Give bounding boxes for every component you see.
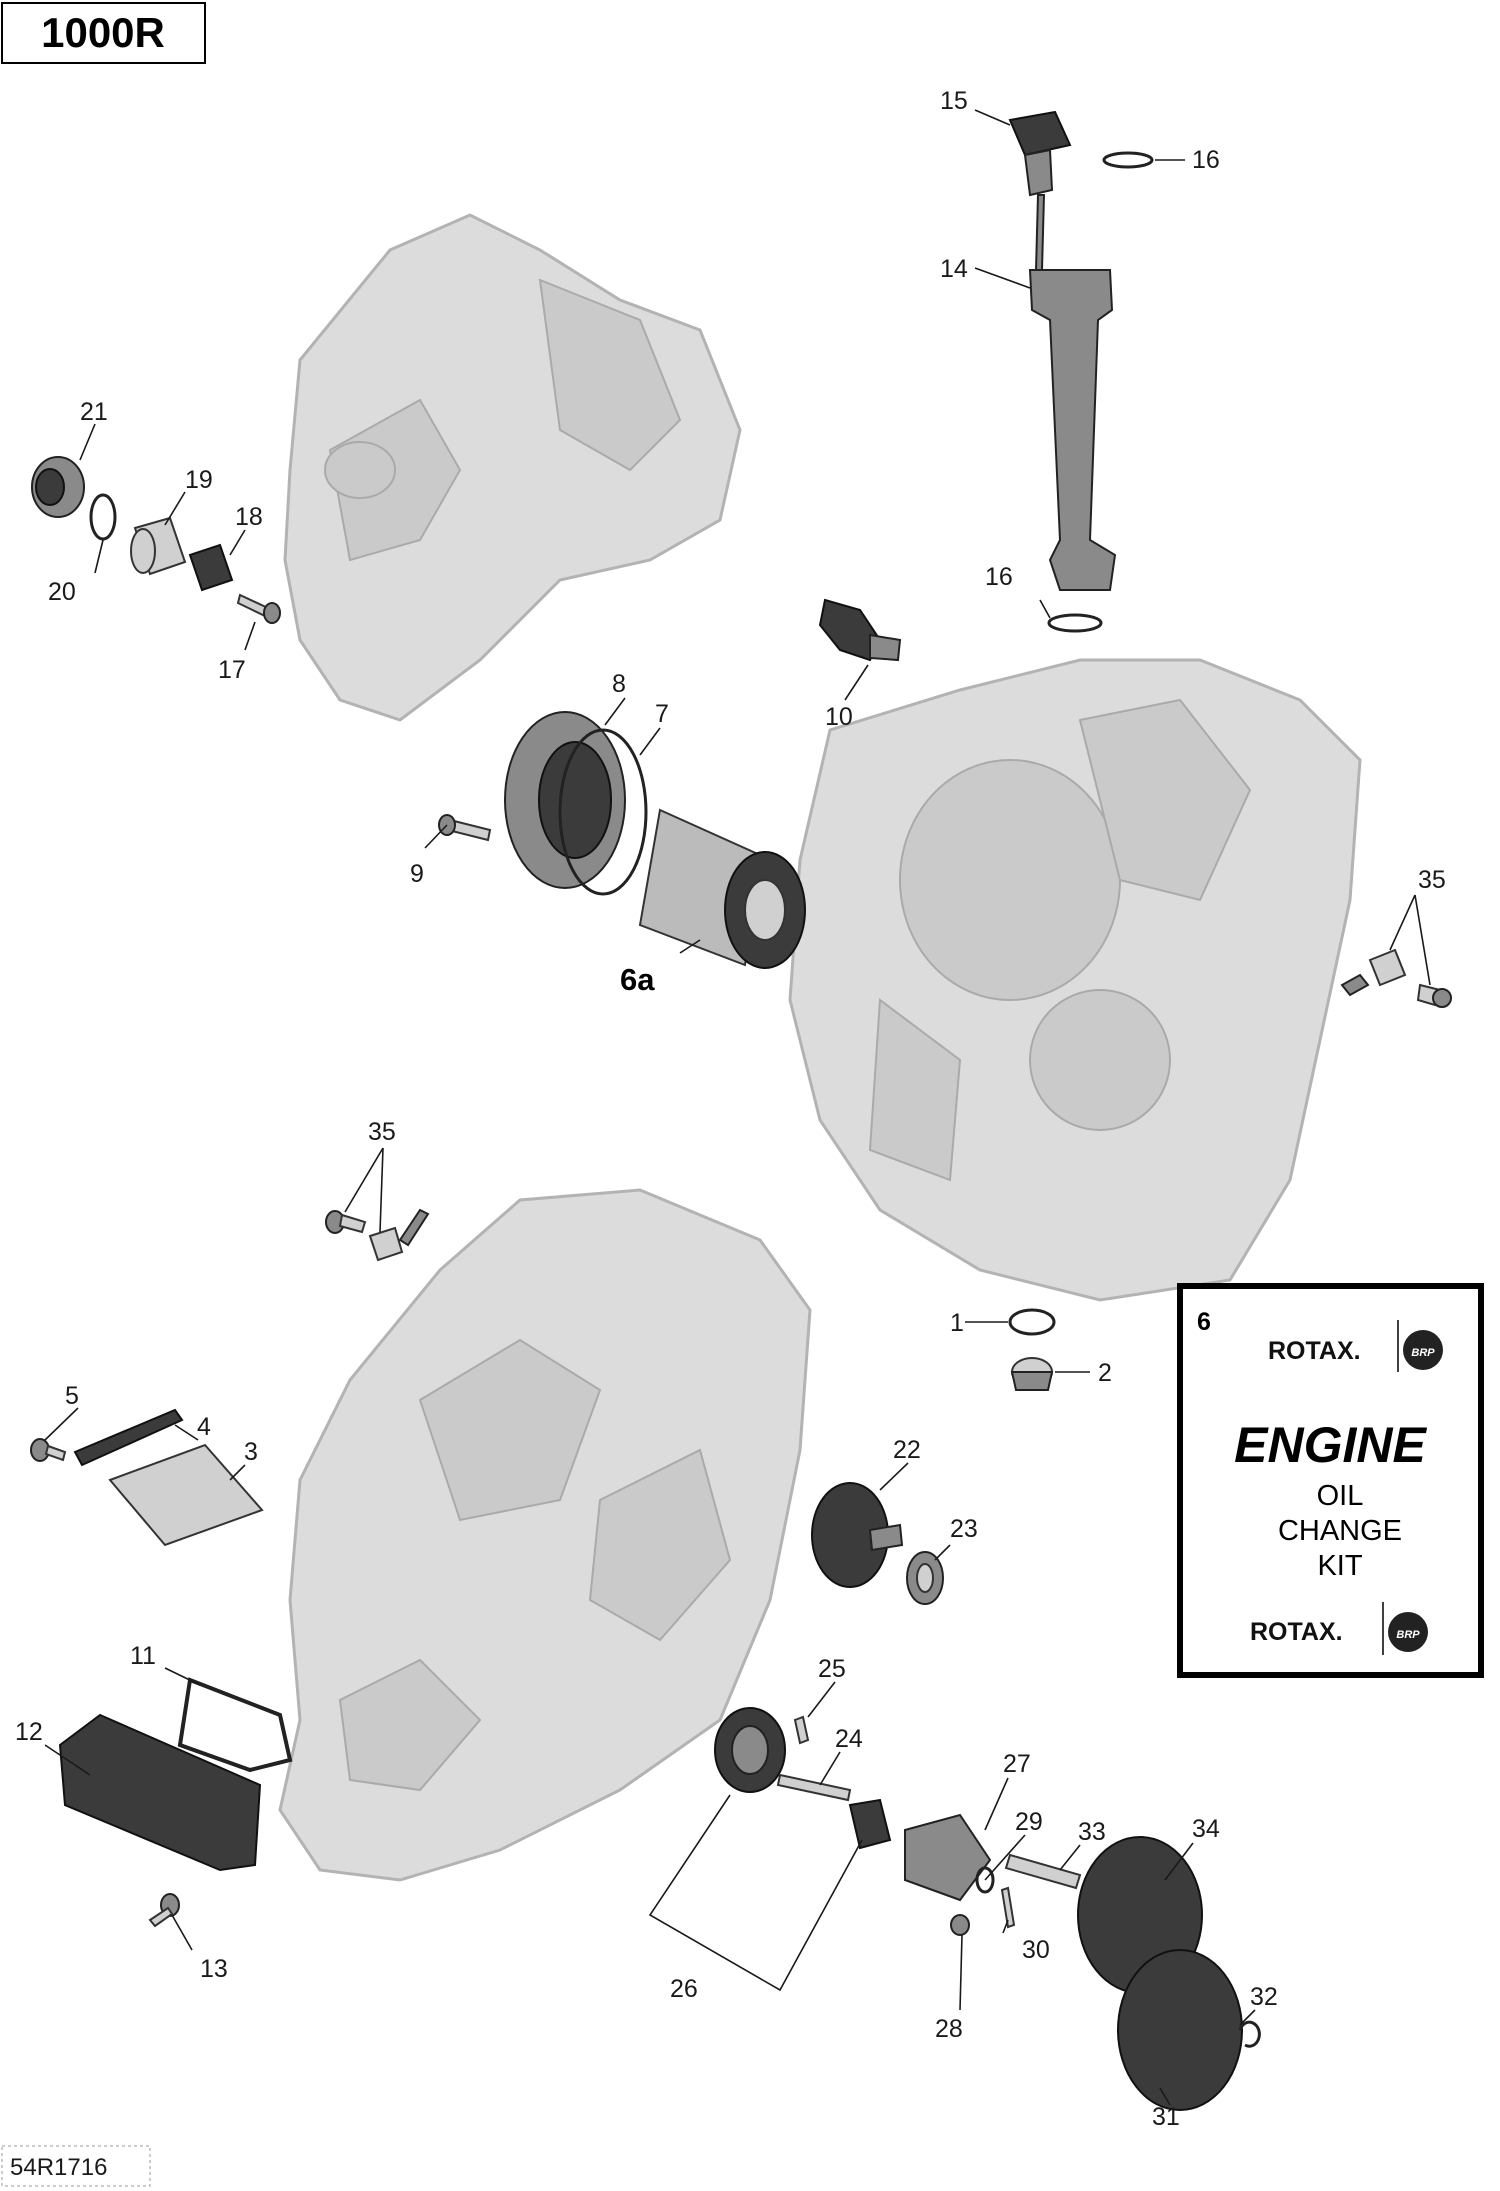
o-ring-20 [89, 493, 117, 541]
callout-12: 12 [15, 1718, 43, 1746]
callout-35-left: 35 [368, 1118, 396, 1146]
gasket-11 [177, 1677, 293, 1773]
callout-20: 20 [48, 578, 76, 606]
callout-30: 30 [1022, 1936, 1050, 1964]
oil-cooler-12 [58, 1713, 262, 1872]
brp-badge-bottom: BRP [1396, 1629, 1420, 1641]
callout-4: 4 [197, 1413, 211, 1441]
callout-29: 29 [1015, 1808, 1043, 1836]
callouts: 15 16 14 16 21 19 18 20 17 8 7 9 10 6a 3… [15, 87, 1446, 2131]
pump-cover-27 [904, 1813, 992, 1902]
gear-22 [811, 1482, 904, 1588]
spring-18 [188, 543, 234, 592]
right-crankcase-half [788, 658, 1362, 1302]
kit-title: ENGINE [1234, 1417, 1427, 1473]
kit-line-oil: OIL [1317, 1480, 1364, 1512]
kit-line-change: CHANGE [1278, 1515, 1402, 1547]
screw-5 [30, 1438, 67, 1462]
ring-29 [975, 1866, 995, 1894]
kit-number: 6 [1197, 1308, 1211, 1336]
pin-25 [793, 1715, 810, 1745]
gear-31 [1117, 1949, 1243, 2111]
callout-10: 10 [825, 703, 853, 731]
circlip-32 [1238, 2020, 1261, 2048]
oil-dipstick-cap [1008, 110, 1072, 271]
callout-18: 18 [235, 503, 263, 531]
o-ring-7 [558, 728, 648, 896]
oil-filter-cover-8 [504, 711, 626, 889]
callout-34: 34 [1192, 1815, 1220, 1843]
screw-28 [950, 1914, 970, 1936]
screen-retainer-4 [73, 1408, 184, 1467]
oil-strainer-3 [108, 1443, 264, 1547]
shaft-33 [1004, 1853, 1082, 1890]
callout-33: 33 [1078, 1818, 1106, 1846]
oil-change-kit-box: 6 ROTAX. BRP ENGINE OIL CHANGE KIT ROTAX… [1177, 1283, 1484, 1678]
sensor-10 [818, 598, 902, 662]
o-ring-16-bottom [1047, 613, 1103, 633]
inner-rotor-26 [848, 1798, 892, 1850]
callout-24: 24 [835, 1725, 863, 1753]
left-crankcase-half [278, 1188, 812, 1882]
callout-32: 32 [1250, 1983, 1278, 2011]
rotax-brand-top: ROTAX. [1268, 1337, 1361, 1365]
rotax-logo-top: ROTAX. BRP [1268, 1320, 1443, 1372]
callout-22: 22 [893, 1436, 921, 1464]
o-ring-1 [1008, 1308, 1056, 1336]
screw-13 [148, 1893, 180, 1928]
figure-code-text: 54R1716 [10, 2154, 107, 2181]
plug-21 [31, 456, 85, 518]
callout-25: 25 [818, 1655, 846, 1683]
callout-2: 2 [1098, 1359, 1112, 1387]
callout-8: 8 [612, 670, 626, 698]
leader-lines [44, 109, 1431, 2106]
upper-crankcase-cover [283, 213, 742, 722]
callout-27: 27 [1003, 1750, 1031, 1778]
model-label-text: 1000R [41, 9, 165, 56]
rotax-brand-bottom: ROTAX. [1250, 1618, 1343, 1646]
shaft-24 [776, 1773, 852, 1802]
figure-code: 54R1716 [1, 2145, 151, 2187]
oil-pump-rotor-26 [714, 1707, 786, 1793]
seal-23 [906, 1551, 944, 1605]
kit-line-kit: KIT [1317, 1550, 1362, 1582]
callout-3: 3 [244, 1438, 258, 1466]
callout-35-right: 35 [1418, 866, 1446, 894]
bracket-and-screw-35-right [1340, 948, 1452, 1008]
callout-31: 31 [1152, 2103, 1180, 2131]
callout-7: 7 [655, 700, 669, 728]
callout-21: 21 [80, 398, 108, 426]
callout-28: 28 [935, 2015, 963, 2043]
rotax-logo-bottom: ROTAX. BRP [1250, 1602, 1428, 1655]
brp-badge-top: BRP [1411, 1347, 1435, 1359]
callout-17: 17 [218, 656, 246, 684]
oil-filler-tube [1028, 269, 1117, 591]
drain-plug-2 [1010, 1357, 1054, 1391]
callout-15: 15 [940, 87, 968, 115]
screw-9 [438, 814, 492, 842]
valve-19 [130, 516, 187, 576]
callout-16-top: 16 [1192, 146, 1220, 174]
callout-9: 9 [410, 860, 424, 888]
callout-1: 1 [950, 1309, 964, 1337]
callout-19: 19 [185, 466, 213, 494]
o-ring-16-top [1102, 151, 1154, 169]
callout-5: 5 [65, 1382, 79, 1410]
screw-17 [236, 593, 281, 624]
bracket-and-screw-35-left [325, 1208, 430, 1262]
callout-13: 13 [200, 1955, 228, 1983]
callout-14: 14 [940, 255, 968, 283]
pin-30 [1000, 1886, 1016, 1929]
callout-16-bottom: 16 [985, 563, 1013, 591]
callout-23: 23 [950, 1515, 978, 1543]
callout-26: 26 [670, 1975, 698, 2003]
callout-6a: 6a [620, 962, 655, 997]
model-label: 1000R [1, 2, 206, 64]
oil-filter-6a [638, 808, 806, 969]
callout-11: 11 [130, 1642, 156, 1670]
